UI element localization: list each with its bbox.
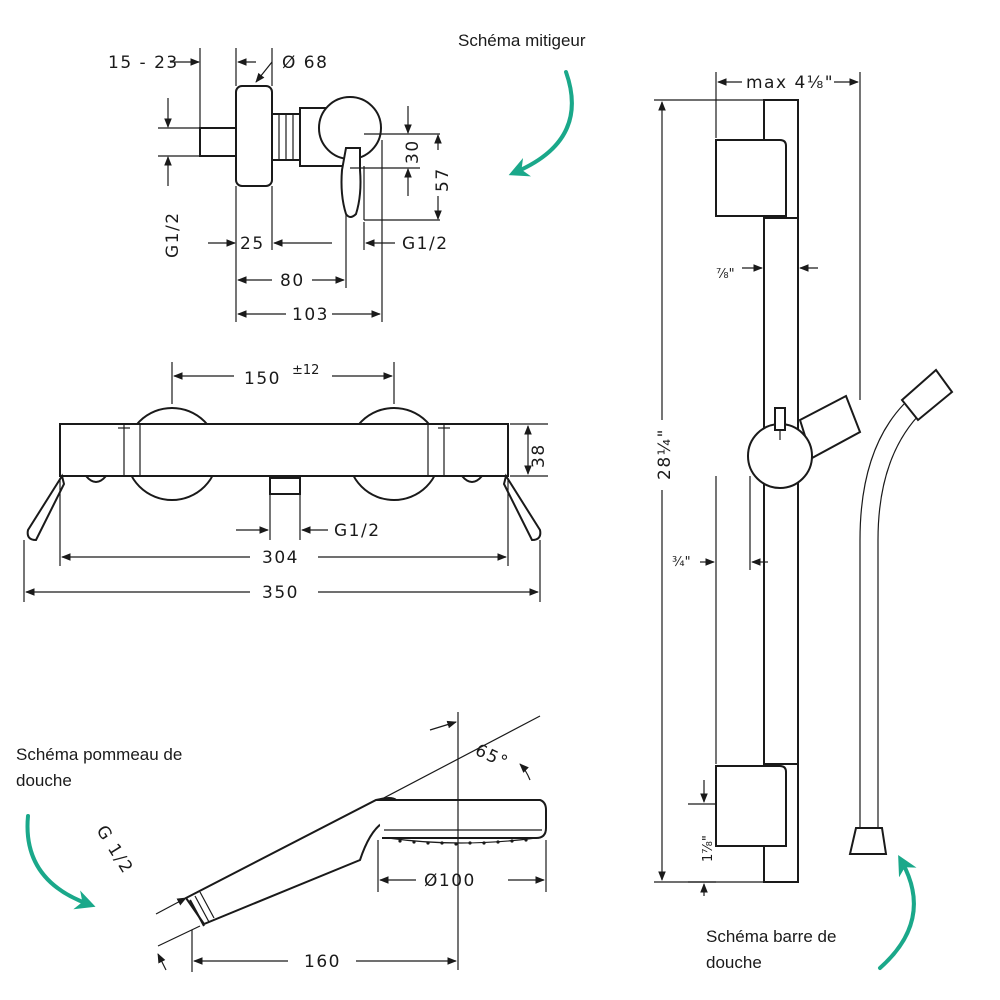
dim-tolerance: ±12 bbox=[292, 363, 319, 378]
dim-height-30: 30 bbox=[403, 139, 423, 164]
thermo-right-handle bbox=[502, 473, 542, 542]
bar-top-bracket bbox=[715, 139, 787, 217]
thermo-left-handle bbox=[26, 473, 66, 542]
dim-bracket-bottom: 1⅞" bbox=[701, 835, 716, 862]
dim-thread-left: G1/2 bbox=[163, 211, 183, 258]
dim-max-offset: max 4⅛" bbox=[746, 73, 834, 93]
caption-handshower-2: douche bbox=[16, 771, 72, 790]
caption-mixer: Schéma mitigeur bbox=[458, 31, 586, 50]
dim-bar-height: 28¼" bbox=[655, 428, 675, 480]
thermostat-drawing: 150 ±12 38 G1/2 304 350 bbox=[23, 362, 549, 603]
dim-length-160: 160 bbox=[304, 952, 341, 972]
shower-bar bbox=[763, 99, 799, 883]
dim-thread-right: G1/2 bbox=[402, 234, 449, 254]
thermo-body bbox=[59, 423, 509, 477]
mixer-lever bbox=[340, 147, 362, 218]
dim-angle-65: 65° bbox=[472, 740, 512, 773]
shower-hose bbox=[848, 368, 954, 855]
mixer-drawing: 15 - 23 Ø 68 G1/2 30 57 25 bbox=[108, 48, 453, 325]
bar-bottom-bracket bbox=[715, 765, 787, 847]
dim-width-304: 304 bbox=[262, 548, 299, 568]
caption-bar-1: Schéma barre de bbox=[706, 927, 836, 946]
dim-diameter-100: Ø100 bbox=[424, 871, 476, 891]
dim-width-350: 350 bbox=[262, 583, 299, 603]
dim-width-80: 80 bbox=[280, 271, 305, 291]
dim-slide-offset: ¾" bbox=[672, 555, 691, 570]
arrow-mixer bbox=[508, 70, 574, 177]
dim-bar-width: ⅞" bbox=[716, 267, 735, 282]
caption-bar-2: douche bbox=[706, 953, 762, 972]
arrow-bar bbox=[878, 854, 917, 970]
thermo-outlet bbox=[269, 477, 301, 495]
dim-height-57: 57 bbox=[433, 167, 453, 192]
dim-height-38: 38 bbox=[529, 443, 549, 468]
arrow-handshower bbox=[25, 814, 96, 910]
dim-thread-thermo: G1/2 bbox=[334, 521, 381, 541]
caption-handshower-1: Schéma pommeau de bbox=[16, 745, 182, 764]
dim-width-103: 103 bbox=[292, 305, 329, 325]
handshower-nozzles bbox=[398, 838, 528, 846]
dim-thread-shower: G 1/2 bbox=[92, 822, 137, 878]
handshower-handle bbox=[184, 797, 398, 926]
dim-width-25: 25 bbox=[240, 234, 265, 254]
dim-spacing-150: 150 bbox=[244, 369, 281, 389]
mixer-wall-connector bbox=[199, 127, 239, 157]
dim-offset: 15 - 23 bbox=[108, 53, 179, 73]
handshower-head bbox=[376, 799, 547, 839]
mixer-rosette bbox=[235, 85, 273, 187]
handshower-drawing: 65° G 1/2 Ø100 160 bbox=[92, 712, 547, 972]
dim-diameter-68: Ø 68 bbox=[282, 53, 328, 73]
shower-bar-drawing: max 4⅛" ⅞" 28¼" ¾" 1⅞" bbox=[654, 72, 954, 896]
